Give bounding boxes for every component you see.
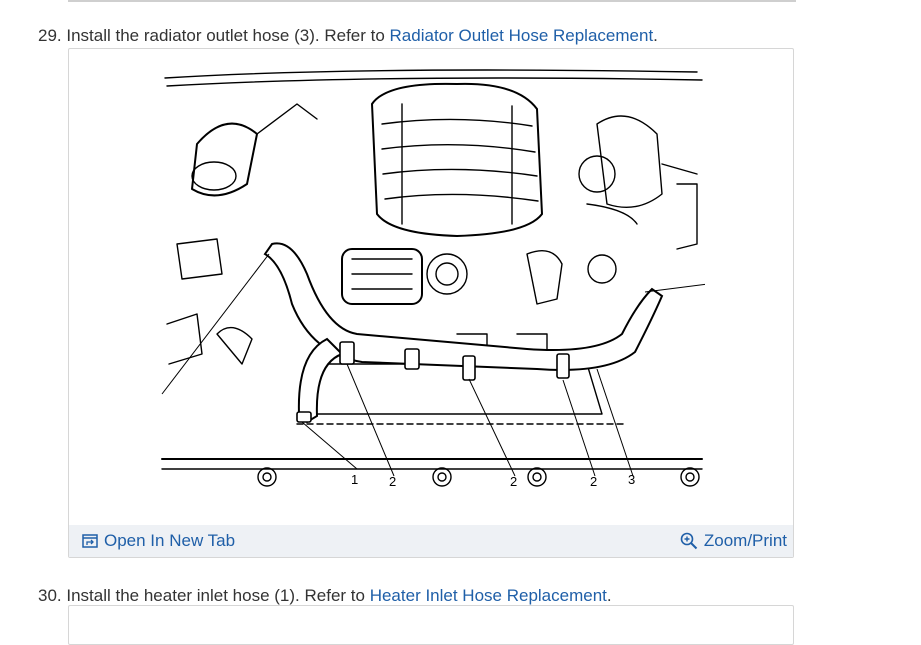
figure-container <box>68 48 794 558</box>
open-in-new-tab-icon <box>82 534 98 548</box>
open-in-new-tab-label: Open In New Tab <box>104 531 236 550</box>
magnifier-plus-icon <box>680 532 698 550</box>
step-text: Install the heater inlet hose (1). Refer… <box>61 586 370 605</box>
callout-1-bottom: 1 <box>351 472 358 487</box>
step-30: 30. Install the heater inlet hose (1). R… <box>38 586 612 606</box>
step-text-end: . <box>606 586 612 605</box>
callout-3: 3 <box>628 472 635 487</box>
callout-2-b: 2 <box>510 474 517 489</box>
callout-2-c: 2 <box>590 474 597 489</box>
top-divider <box>68 0 796 2</box>
step-text: Install the radiator outlet hose (3). Re… <box>61 26 390 45</box>
callout-2-a: 2 <box>389 474 396 489</box>
radiator-outlet-hose-link[interactable]: Radiator Outlet Hose Replacement <box>389 26 654 45</box>
heater-inlet-hose-link[interactable]: Heater Inlet Hose Replacement <box>369 586 607 605</box>
zoom-print-button[interactable]: Zoom/Print <box>680 531 787 551</box>
figure-toolbar: Open In New Tab Zoom/Print <box>69 525 793 557</box>
step-number: 30. <box>38 586 62 605</box>
next-figure-container <box>68 605 794 645</box>
step-29: 29. Install the radiator outlet hose (3)… <box>38 26 658 46</box>
zoom-print-label: Zoom/Print <box>703 531 787 550</box>
step-number: 29. <box>38 26 62 45</box>
engine-bay-illustration: 1 1 1 2 2 2 3 <box>161 69 705 489</box>
open-in-new-tab-button[interactable]: Open In New Tab <box>82 531 235 551</box>
step-text-end: . <box>653 26 658 45</box>
